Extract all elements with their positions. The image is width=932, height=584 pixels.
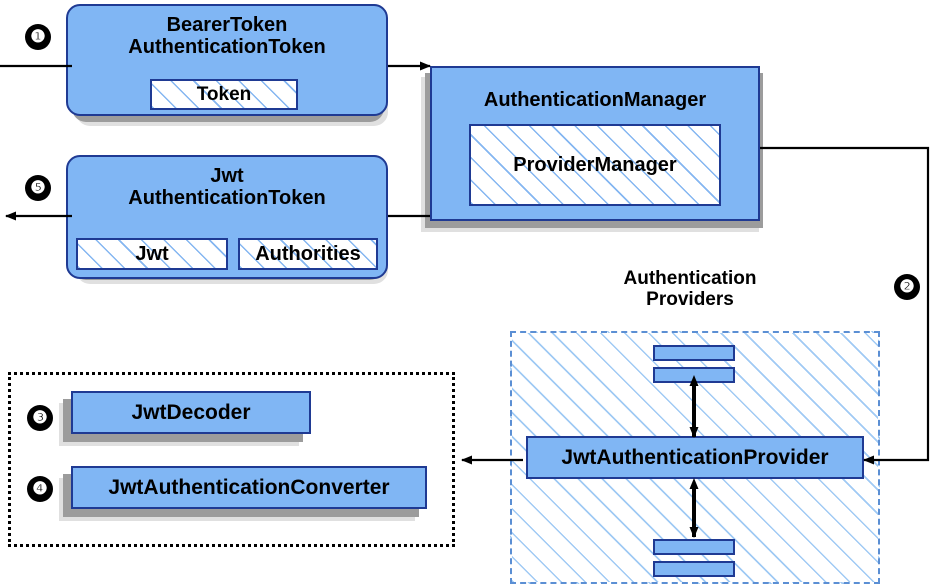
jwt-label: Jwt (135, 242, 169, 265)
step-badge-4: ❹ (27, 476, 53, 502)
jwt-authentication-token-label: Jwt AuthenticationToken (128, 165, 326, 210)
jwt-authentication-provider-box[interactable]: JwtAuthenticationProvider (526, 436, 864, 479)
jwt-authentication-converter-label: JwtAuthenticationConverter (108, 475, 390, 499)
step-badge-3: ❸ (27, 405, 53, 431)
step-badge-1: ❶ (25, 24, 51, 50)
jwt-authentication-provider-label: JwtAuthenticationProvider (561, 445, 829, 469)
bearer-token-authentication-token-label: BearerToken AuthenticationToken (128, 14, 326, 59)
jwt-decoder-label: JwtDecoder (131, 400, 251, 424)
provider-placeholder-bar-1 (653, 345, 735, 361)
jwt-authentication-converter-box[interactable]: JwtAuthenticationConverter (71, 466, 427, 509)
provider-placeholder-bar-2 (653, 367, 735, 383)
jwt-decoder-box[interactable]: JwtDecoder (71, 391, 311, 434)
authorities-label: Authorities (255, 242, 361, 265)
token-box[interactable]: Token (150, 79, 298, 110)
authentication-providers-title: Authentication Providers (623, 268, 757, 311)
jwt-support-components-region (8, 372, 455, 547)
authorities-box[interactable]: Authorities (238, 238, 378, 270)
step-badge-5: ❺ (25, 175, 51, 201)
provider-manager-label: ProviderManager (513, 153, 677, 176)
authentication-manager-label: AuthenticationManager (483, 89, 707, 111)
provider-manager-box[interactable]: ProviderManager (469, 124, 721, 206)
provider-placeholder-bar-3 (653, 539, 735, 555)
provider-placeholder-bar-4 (653, 561, 735, 577)
token-label: Token (196, 83, 252, 105)
step-badge-2: ❷ (894, 274, 920, 300)
jwt-box[interactable]: Jwt (76, 238, 228, 270)
